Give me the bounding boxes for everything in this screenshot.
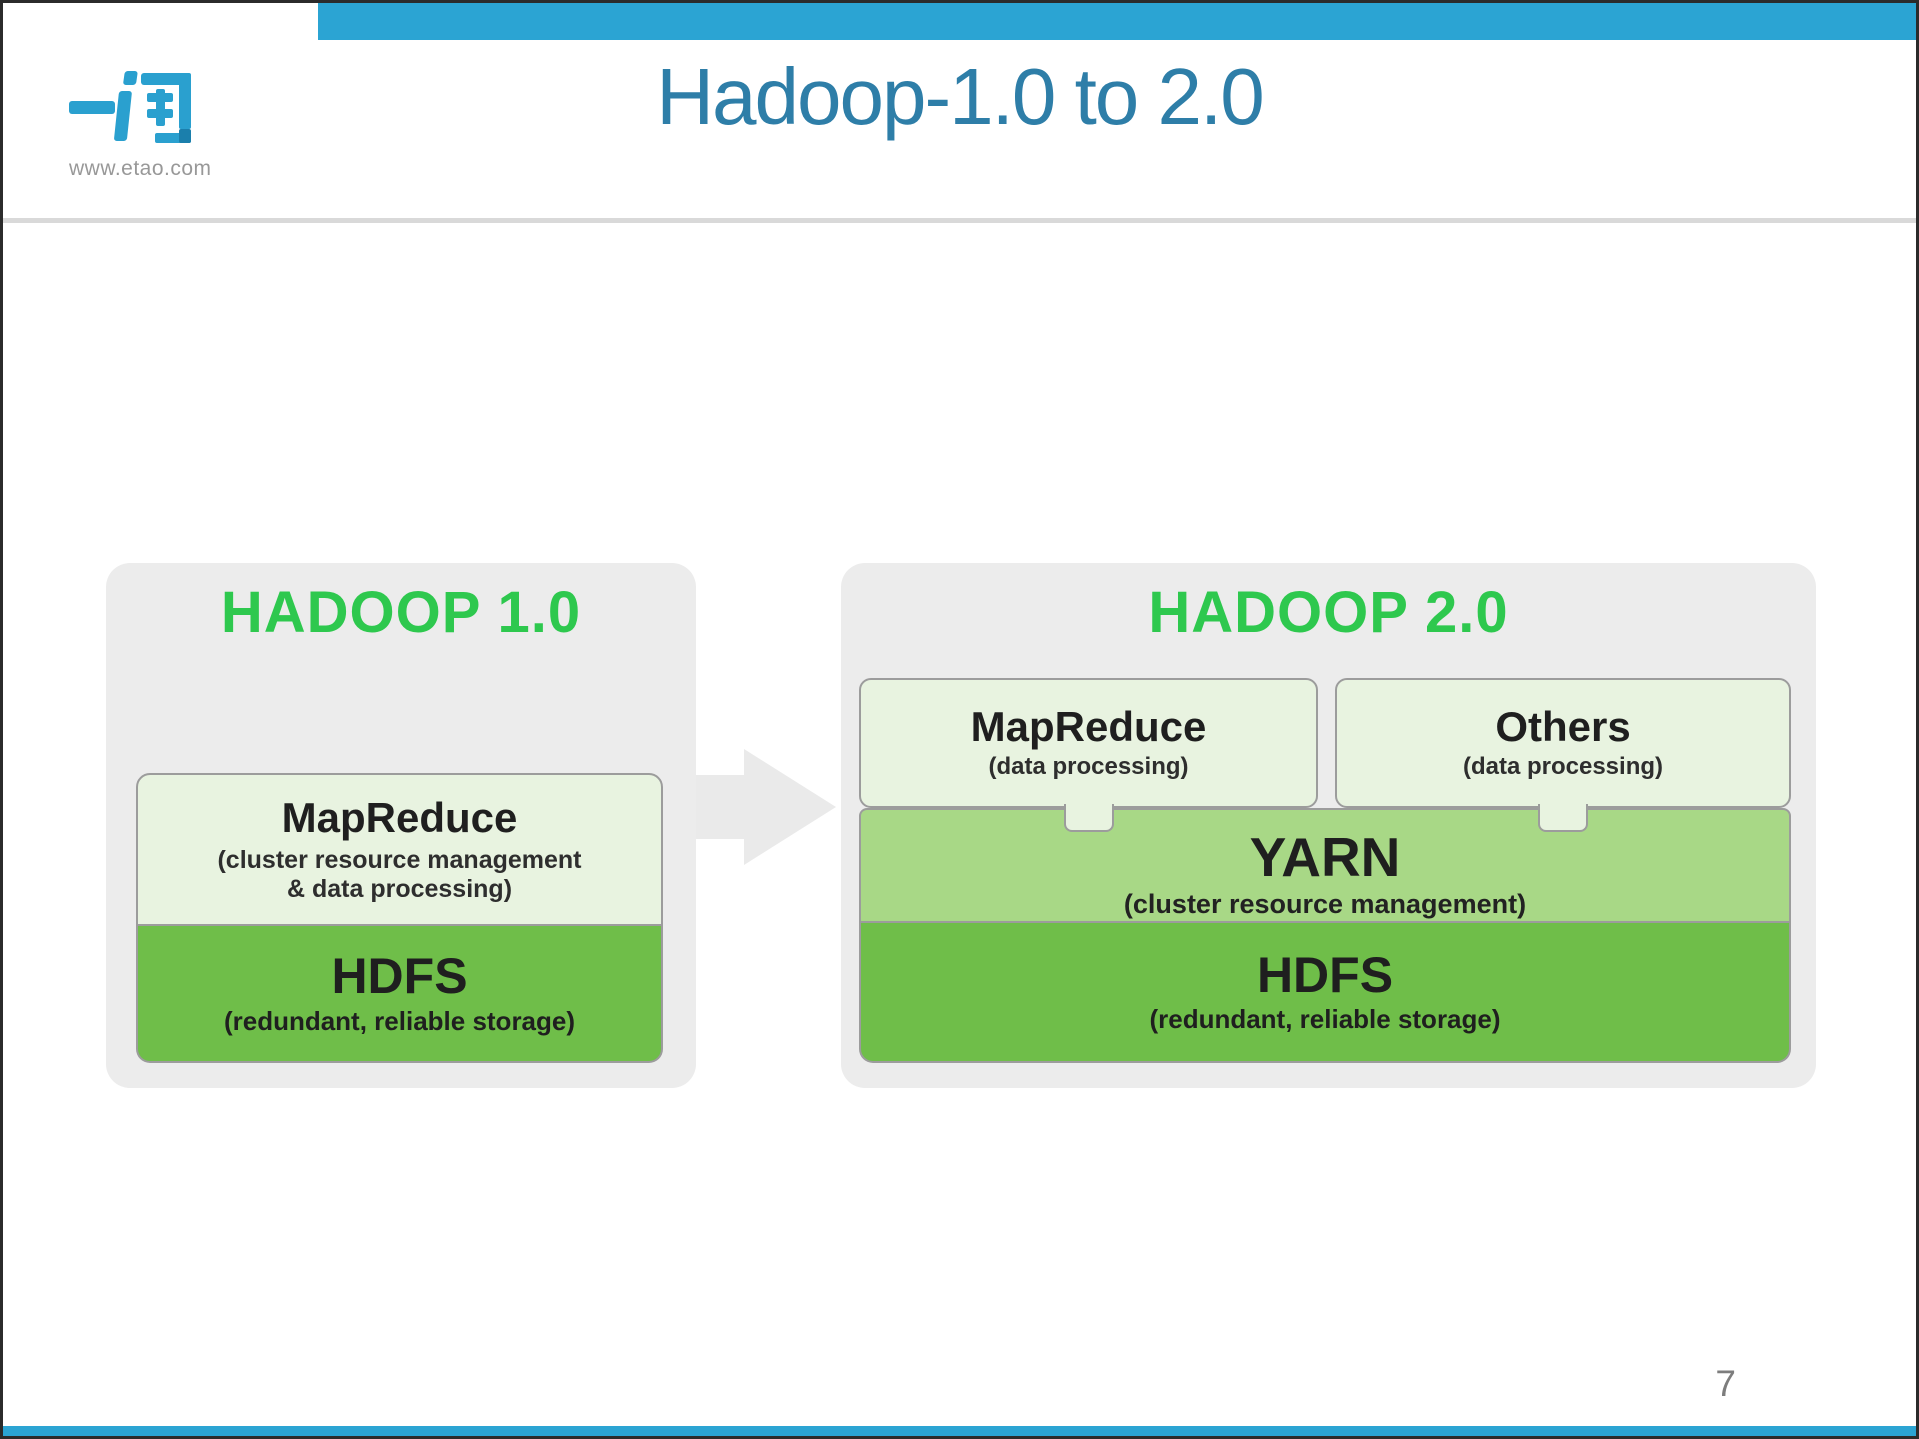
slide-title: Hadoop-1.0 to 2.0 [656, 52, 1264, 141]
hadoop2-panel: HADOOP 2.0 MapReduce (data processing) O… [841, 563, 1816, 1088]
hadoop2-others-subtitle: (data processing) [1462, 753, 1664, 781]
hadoop2-mapreduce-subtitle: (data processing) [988, 753, 1189, 781]
hadoop1-hdfs-title: HDFS [331, 948, 468, 1005]
hadoop1-panel: HADOOP 1.0 MapReduce (cluster resource m… [106, 563, 696, 1088]
hadoop2-mapreduce-title: MapReduce [970, 703, 1207, 751]
right-arrow-icon [696, 775, 746, 839]
hadoop1-hdfs-box: HDFS (redundant, reliable storage) [136, 926, 663, 1063]
right-arrow-head-icon [744, 749, 836, 865]
hadoop1-mapreduce-box: MapReduce (cluster resource management &… [136, 773, 663, 926]
hadoop2-hdfs-title: HDFS [1256, 946, 1394, 1003]
page-number: 7 [1715, 1363, 1736, 1404]
hadoop2-yarn-subtitle: (cluster resource management) [1123, 888, 1527, 919]
hadoop1-hdfs-subtitle: (redundant, reliable storage) [223, 1005, 576, 1036]
hadoop2-others-box: Others (data processing) [1335, 678, 1791, 832]
hadoop1-mapreduce-subtitle-line2: & data processing) [286, 874, 513, 903]
hadoop2-yarn-title: YARN [1249, 826, 1401, 889]
etao-logo: www.etao.com [69, 63, 212, 181]
hadoop2-mapreduce-box: MapReduce (data processing) [859, 678, 1318, 832]
hadoop1-title: HADOOP 1.0 [220, 580, 582, 645]
etao-logo-icon [69, 63, 209, 151]
bottom-accent-bar [3, 1426, 1916, 1436]
top-accent-bar [318, 3, 1916, 40]
hadoop2-yarn-box: YARN (cluster resource management) [859, 808, 1791, 923]
hadoop2-processing-row: MapReduce (data processing) Others (data… [859, 678, 1791, 832]
hadoop1-stack: MapReduce (cluster resource management &… [136, 773, 663, 1063]
hadoop2-hdfs-box: HDFS (redundant, reliable storage) [859, 923, 1791, 1063]
header-divider [3, 218, 1916, 223]
hadoop2-title: HADOOP 2.0 [1148, 580, 1509, 645]
hadoop2-others-notch [1538, 804, 1588, 832]
hadoop2-others-title: Others [1495, 703, 1631, 751]
etao-logo-url: www.etao.com [69, 157, 212, 180]
hadoop2-mapreduce-notch [1063, 804, 1114, 832]
hadoop1-mapreduce-subtitle-line1: (cluster resource management [217, 845, 582, 874]
hadoop2-hdfs-subtitle: (redundant, reliable storage) [1149, 1004, 1501, 1035]
hadoop1-mapreduce-title: MapReduce [281, 793, 518, 841]
